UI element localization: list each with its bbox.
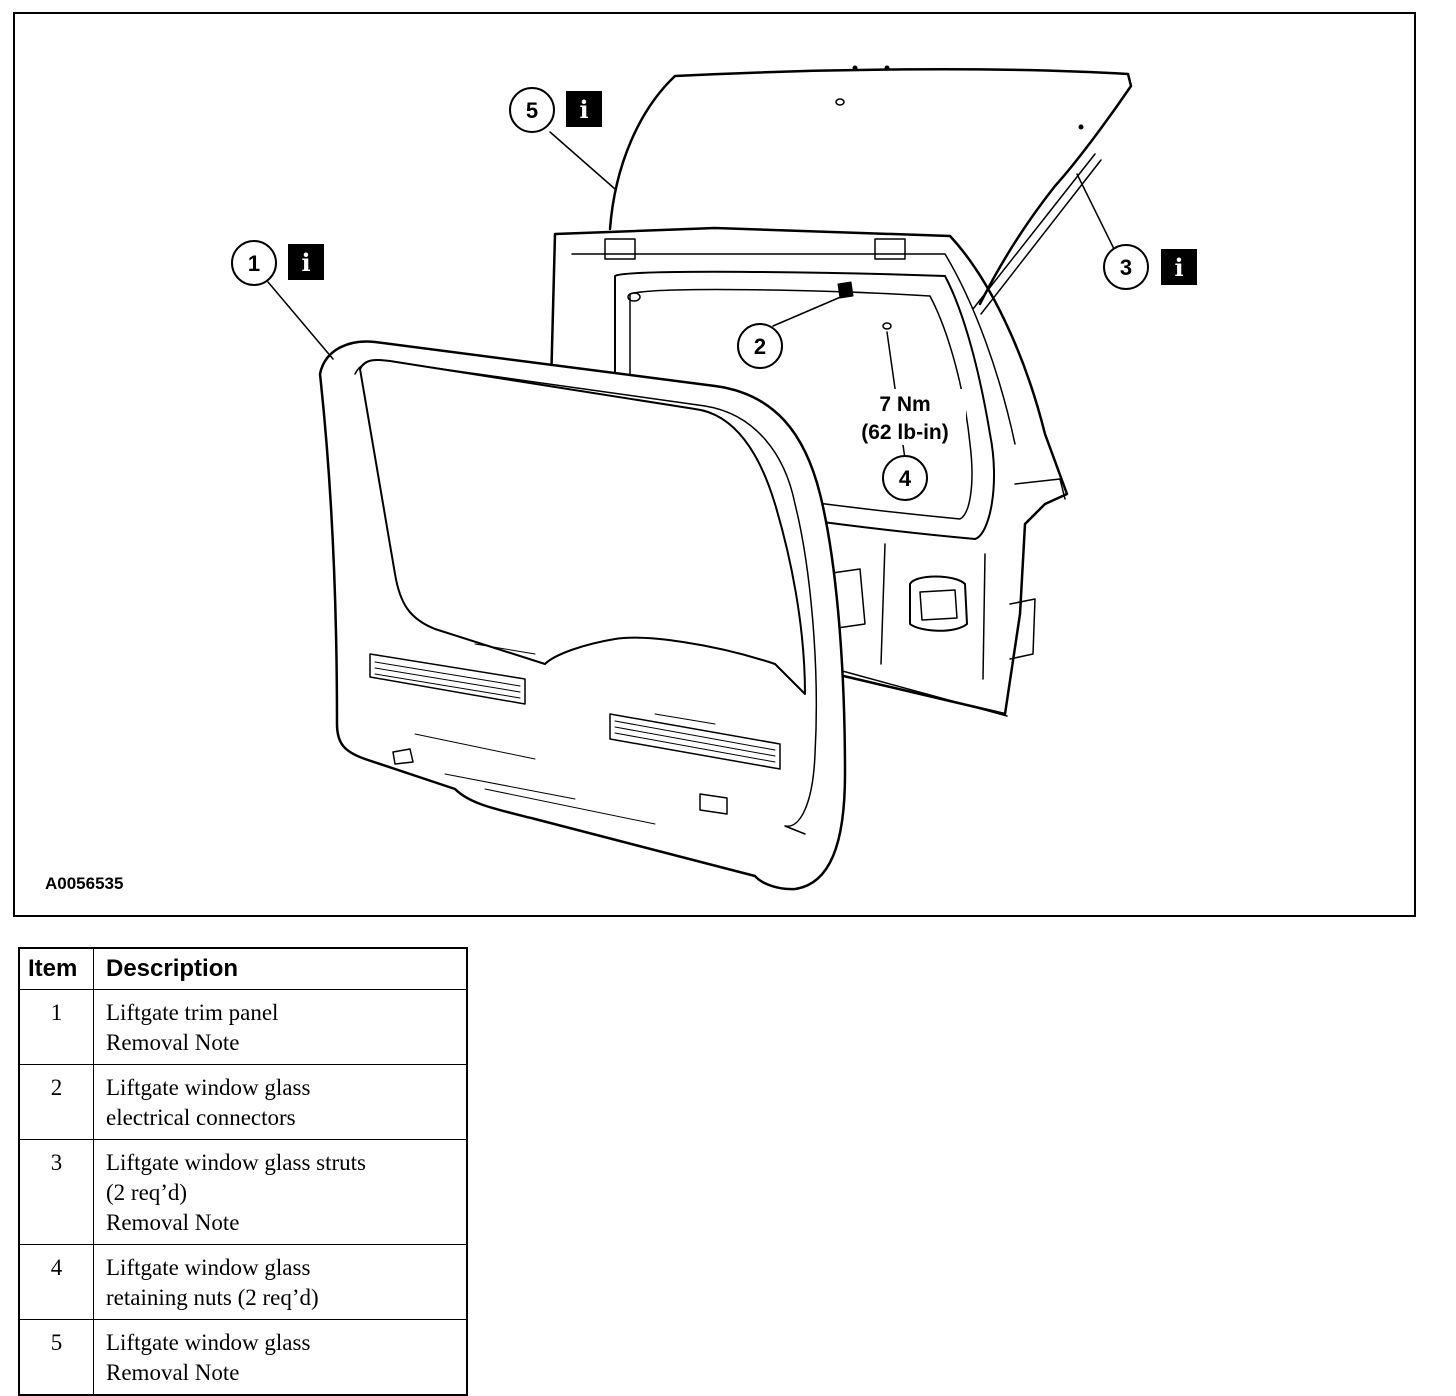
description-line: Liftgate window glass: [106, 1255, 311, 1280]
item-description: Liftgate window glass retaining nuts (2 r…: [93, 1244, 468, 1320]
strut-drawing: [972, 153, 1102, 315]
callout-circle-3: [1103, 244, 1149, 290]
trim-panel-drawing: [318, 340, 847, 891]
description-line: Removal Note: [106, 1360, 240, 1385]
torque-spec-imperial: (62 lb-in): [861, 421, 949, 444]
description-line: Liftgate window glass struts: [106, 1150, 366, 1175]
description-line: Removal Note: [106, 1030, 240, 1055]
description-column-header: Description: [93, 947, 468, 990]
description-line: retaining nuts (2 req’d): [106, 1285, 319, 1310]
info-icon-5: [566, 91, 602, 127]
callout-number-2: 2: [754, 334, 766, 359]
item-number: 2: [18, 1064, 94, 1140]
exploded-view-figure: 1 i 5 i 3 i 2 4 7 Nm (62 lb-in) A0056535: [13, 12, 1416, 917]
callout-circle-1: [231, 240, 277, 286]
callout-4: 4: [882, 455, 928, 501]
window-glass-drawing: [608, 65, 1133, 306]
item-description: Liftgate window glass electrical connecto…: [93, 1064, 468, 1140]
torque-spec-metric: 7 Nm: [879, 393, 930, 416]
item-number: 3: [18, 1139, 94, 1245]
callout-3: 3 i: [1103, 244, 1197, 290]
item-description: Liftgate window glass struts (2 req’d) Rem…: [93, 1139, 468, 1245]
description-line: Liftgate window glass: [106, 1330, 311, 1355]
description-line: electrical connectors: [106, 1105, 296, 1130]
info-icon-1: [288, 244, 324, 280]
callout-circle-2: [737, 323, 783, 369]
callout-circle-5: [509, 87, 555, 133]
description-line: Liftgate window glass: [106, 1075, 311, 1100]
description-line: Removal Note: [106, 1210, 240, 1235]
legend-header-row: Item Description: [18, 947, 468, 990]
figure-id: A0056535: [45, 874, 124, 893]
callout-number-3: 3: [1120, 255, 1132, 280]
table-row: 3 Liftgate window glass struts (2 req’d) Re…: [18, 1139, 468, 1245]
info-icon-letter-5: i: [579, 95, 588, 124]
info-icon-3: [1161, 249, 1197, 285]
description-line: (2 req’d): [106, 1180, 188, 1205]
item-number: 4: [18, 1244, 94, 1320]
item-number: 5: [18, 1319, 94, 1396]
callout-number-4: 4: [899, 466, 912, 491]
callout-5: 5 i: [509, 87, 602, 133]
callout-number-1: 1: [248, 251, 260, 276]
info-icon-letter-3: i: [1174, 253, 1183, 282]
callout-1: 1 i: [231, 240, 324, 286]
description-line: Liftgate trim panel: [106, 1000, 279, 1025]
callout-number-5: 5: [526, 98, 538, 123]
info-icon-letter-1: i: [301, 248, 310, 277]
callout-2: 2: [737, 323, 783, 369]
table-row: 4 Liftgate window glass retaining nuts (2 …: [18, 1244, 468, 1320]
table-row: 2 Liftgate window glass electrical connect…: [18, 1064, 468, 1140]
torque-spec-background: [848, 389, 966, 445]
liftgate-illustration: 1 i 5 i 3 i 2 4 7 Nm (62 lb-in): [231, 65, 1197, 891]
callout-circle-4: [882, 455, 928, 501]
item-number: 1: [18, 989, 94, 1065]
item-column-header: Item: [18, 947, 94, 990]
